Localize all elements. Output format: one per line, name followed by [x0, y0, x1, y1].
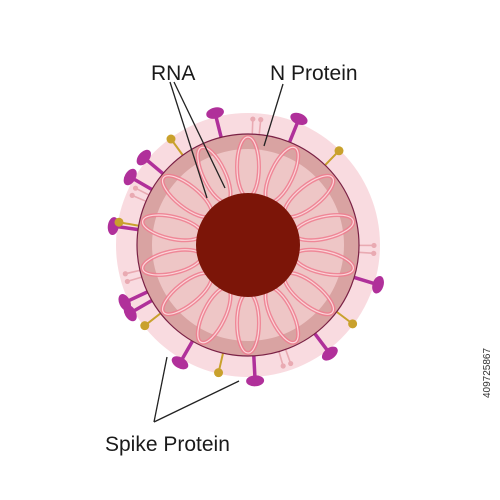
- envelope-protein-icon: [277, 347, 294, 369]
- envelope-protein-icon: [122, 269, 144, 285]
- envelope-protein-icon: [250, 116, 264, 137]
- stock-id-text: 409725867: [482, 347, 493, 398]
- spike-pointer-1: [153, 356, 168, 423]
- spike-protein-label: Spike Protein: [105, 433, 230, 456]
- spike-protein-icon: [206, 107, 224, 142]
- spike-protein-icon: [171, 336, 196, 370]
- rna-pointer-1: [169, 81, 208, 199]
- spike-protein-icon: [311, 329, 338, 361]
- spike-protein-icon: [349, 274, 384, 294]
- pointer-lines: [153, 81, 284, 423]
- n-protein-pointer: [263, 83, 284, 147]
- core-dark-center: [196, 193, 300, 297]
- spike-protein-icon: [286, 112, 308, 147]
- spike-pointer-2: [153, 380, 240, 423]
- spike-protein-icon: [123, 168, 157, 193]
- rna-pointer-2: [173, 81, 226, 189]
- envelope-protein-icon: [356, 242, 377, 256]
- envelope-protein-icon: [129, 185, 152, 203]
- spike-protein-icon: [136, 149, 168, 178]
- spike-protein-icon: [123, 297, 157, 322]
- surface-proteins-layer: [107, 107, 384, 387]
- spike-protein-icon: [246, 351, 265, 387]
- rna-label: RNA: [151, 62, 196, 85]
- n-protein-label: N Protein: [270, 62, 358, 85]
